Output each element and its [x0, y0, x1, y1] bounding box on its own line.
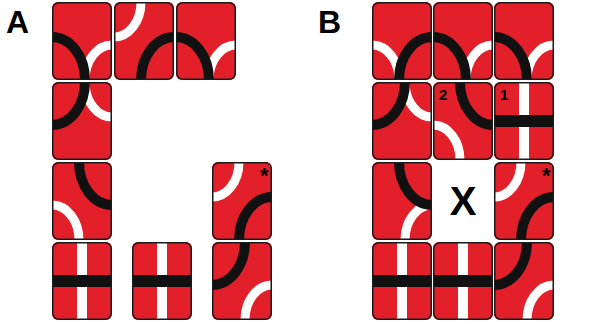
tile-border [434, 83, 493, 160]
puzzle-tile [132, 242, 192, 320]
white-track [212, 162, 239, 197]
tile-track [132, 242, 192, 320]
callout-number: 1 [499, 87, 509, 102]
tile-border [133, 243, 192, 320]
black-track [433, 275, 493, 287]
puzzle-tile [433, 242, 493, 320]
tile-border [434, 243, 493, 320]
black-track [176, 37, 209, 80]
black-track [494, 37, 527, 80]
callout-number: 2 [438, 87, 448, 102]
tile-track [372, 242, 432, 320]
puzzle-tile [52, 242, 112, 320]
black-track [212, 242, 245, 285]
tile-track [399, 162, 432, 240]
marker-star: * [259, 165, 270, 187]
tile-track [52, 37, 112, 80]
white-track [405, 205, 432, 240]
tile-track [212, 242, 272, 320]
tile-ground [372, 242, 432, 320]
tile-ground [132, 242, 192, 320]
tile-border [495, 83, 554, 160]
black-track [372, 275, 432, 287]
tile-ground [494, 82, 554, 160]
white-track [245, 285, 272, 320]
marker-star: * [541, 165, 552, 187]
white-track [433, 125, 460, 160]
tile-ground [52, 242, 112, 320]
tile-border [495, 243, 554, 320]
black-track [52, 275, 112, 287]
white-track [52, 205, 79, 240]
puzzle-tile [143, 2, 263, 123]
tile-border [373, 163, 432, 240]
tile-track [372, 37, 432, 80]
tile-track [114, 2, 174, 80]
tile-border [213, 163, 272, 240]
tile-track [433, 37, 493, 80]
tile-track [52, 82, 112, 125]
black-track [372, 82, 405, 125]
black-track [399, 37, 432, 80]
tile-border [495, 163, 554, 240]
tile-border [53, 3, 112, 80]
black-track [79, 162, 112, 205]
tile-border [434, 3, 493, 80]
panel-letter: A [6, 6, 29, 38]
puzzle-tile [494, 82, 554, 160]
black-track [52, 37, 85, 80]
tile-track [494, 82, 554, 160]
puzzle-tile [372, 242, 432, 320]
tile-border [495, 3, 554, 80]
tile-border [115, 3, 174, 80]
panel-letter: B [318, 6, 341, 38]
tile-border [53, 243, 112, 320]
black-track [141, 37, 174, 80]
white-track [114, 2, 141, 37]
puzzle-tile [179, 199, 299, 322]
tile-ground [433, 242, 493, 320]
puzzle-tile [461, 199, 581, 322]
tile-border [373, 83, 432, 160]
tile-track [52, 162, 112, 240]
tile-track [52, 242, 112, 320]
tile-track [433, 82, 493, 160]
tile-track [494, 242, 554, 320]
tile-border [373, 3, 432, 80]
tile-border [53, 83, 112, 160]
tile-track [433, 242, 493, 320]
black-track [399, 162, 432, 205]
tile-border [213, 243, 272, 320]
white-track [527, 285, 554, 320]
tile-border [373, 243, 432, 320]
black-track [494, 115, 554, 127]
tile-track [494, 37, 554, 80]
tile-track [372, 82, 432, 125]
tile-border [177, 3, 236, 80]
black-track [239, 197, 272, 240]
tile-track [212, 162, 272, 240]
puzzle-tile [19, 39, 139, 160]
black-track [433, 37, 466, 80]
black-track [132, 275, 192, 287]
empty-cell-mark: X [450, 181, 477, 221]
white-track [494, 162, 521, 197]
tile-border [53, 163, 112, 240]
black-track [460, 82, 493, 125]
black-track [494, 242, 527, 285]
tile-track [176, 37, 236, 80]
black-track [521, 197, 554, 240]
black-track [52, 82, 85, 125]
tile-track [494, 162, 554, 240]
